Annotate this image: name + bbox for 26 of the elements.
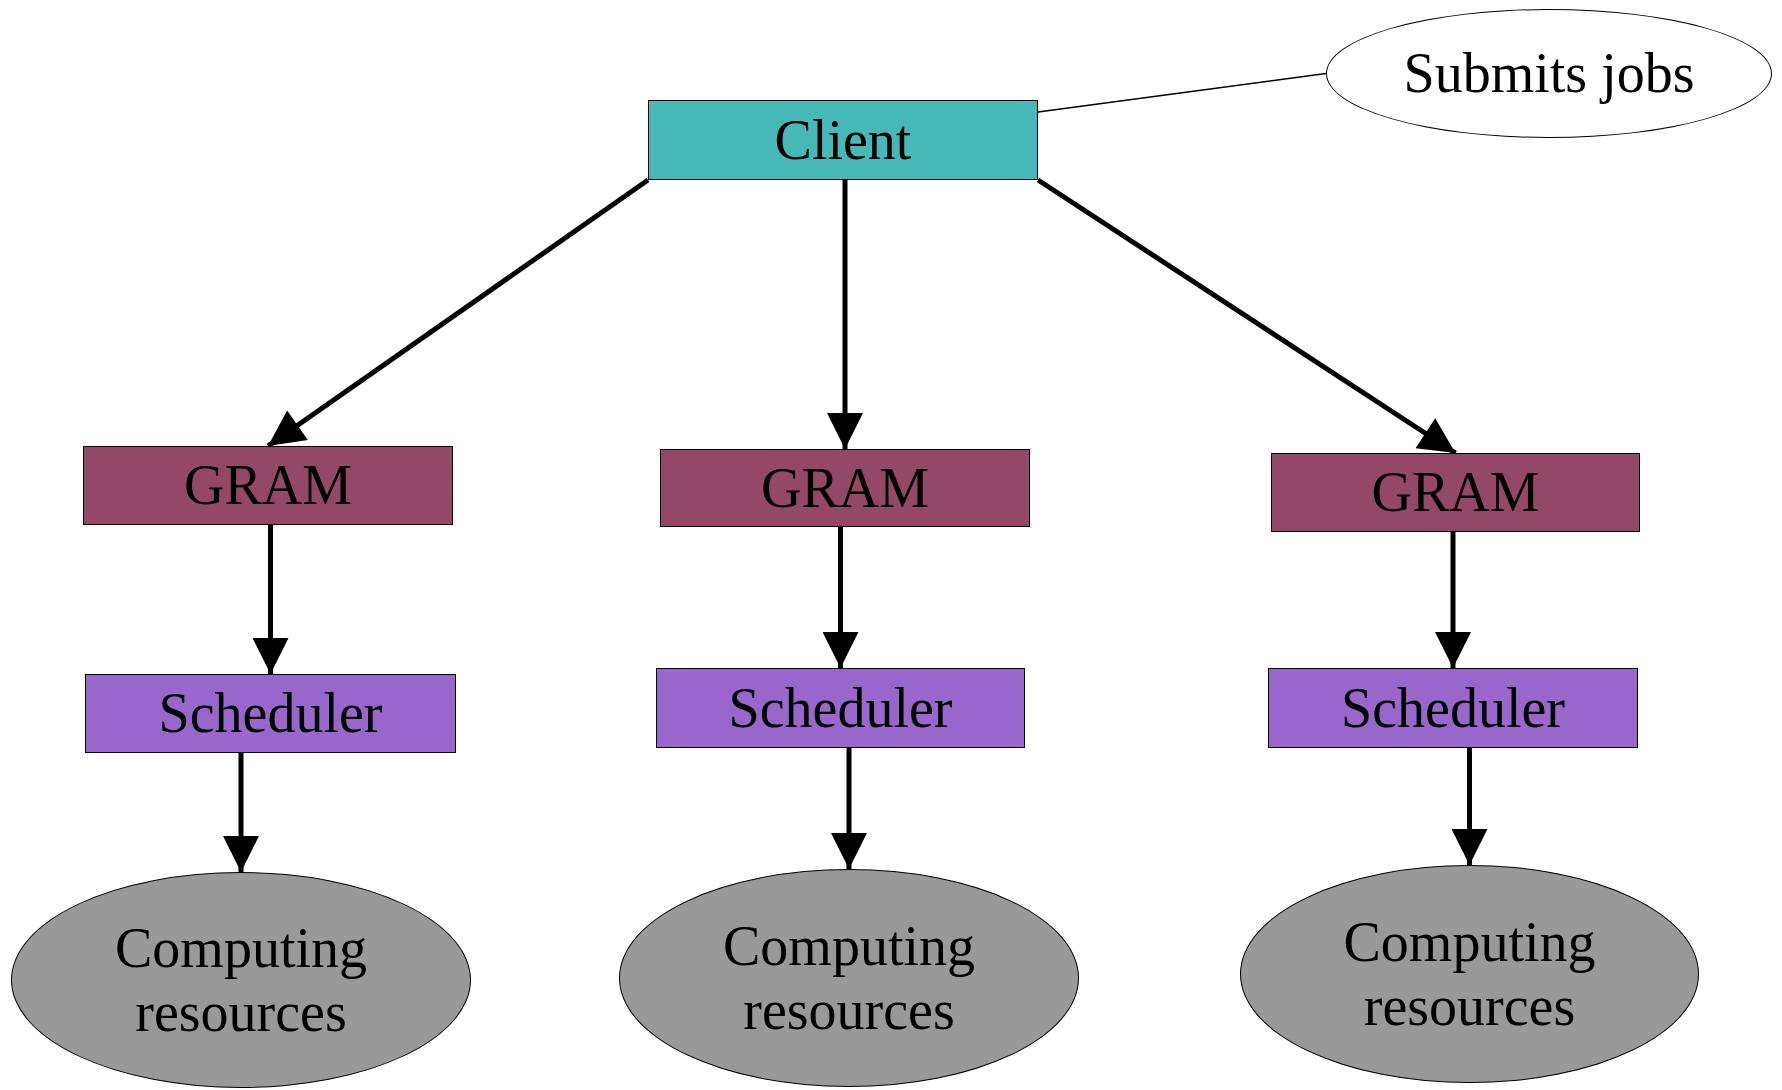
scheduler-box (1268, 668, 1638, 748)
leader-line (1037, 72, 1327, 113)
arrow (223, 753, 259, 872)
node-label: GRAM (1371, 460, 1540, 525)
arrow (252, 525, 289, 674)
node-label: GRAM (184, 453, 352, 518)
arrow (827, 180, 863, 449)
scheduler-box (656, 668, 1025, 748)
node-label: Computing resources (722, 913, 976, 1043)
node-label: Scheduler (728, 675, 953, 741)
node-label: Client (774, 107, 912, 173)
node-label: Computing resources (114, 915, 368, 1045)
gram-box (660, 449, 1030, 527)
node-label: Submits jobs (1403, 41, 1695, 106)
node-label: Computing resources (1342, 909, 1597, 1039)
gram-box (1271, 453, 1640, 532)
gram-box (83, 446, 453, 525)
node-label: GRAM (761, 455, 929, 521)
node-label: Scheduler (158, 681, 383, 746)
arrow (831, 748, 867, 869)
client-box (648, 100, 1038, 180)
scheduler-box (85, 674, 456, 753)
arrow (1451, 748, 1488, 865)
arrow (1435, 532, 1471, 668)
node-label: Scheduler (1341, 675, 1565, 741)
arrow (822, 527, 859, 668)
